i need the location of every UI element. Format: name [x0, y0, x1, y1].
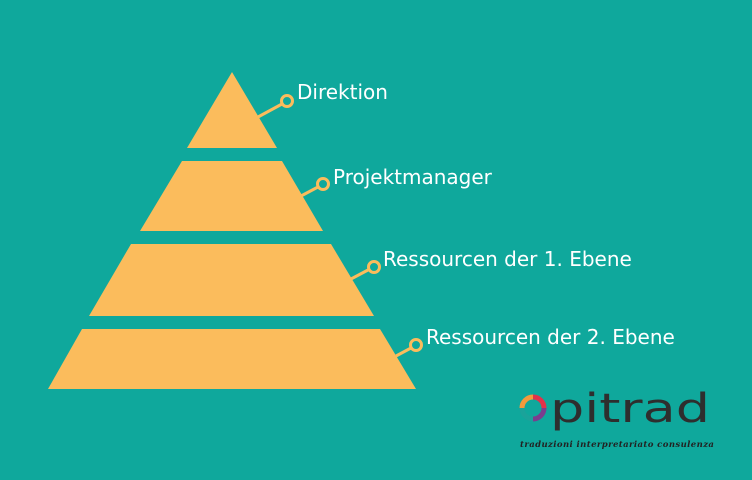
tier-label-1: Direktion: [297, 80, 388, 104]
connector-dot-3: [367, 260, 381, 274]
logo-tagline: traduzioni interpretariato consulenza: [520, 440, 715, 450]
logo-ring-icon: [519, 394, 547, 422]
pyramid-tier-4: [48, 329, 416, 389]
connector-dot-1: [280, 94, 294, 108]
pyramid-tier-3: [89, 244, 374, 316]
connector-line-2: [300, 185, 319, 198]
connector-line-4: [395, 346, 412, 358]
tier-label-3: Ressourcen der 1. Ebene: [383, 247, 632, 271]
tier-label-2: Projektmanager: [333, 165, 493, 189]
connector-dot-2: [316, 177, 330, 191]
logo-wordmark-visible: pitrad: [550, 386, 710, 432]
connector-line-1: [257, 102, 283, 119]
pyramid-tier-2: [140, 161, 323, 231]
tier-label-4: Ressourcen der 2. Ebene: [426, 325, 675, 349]
connector-dot-4: [409, 338, 423, 352]
opitrad-logo: opitrad pitrad: [519, 386, 710, 432]
connector-line-3: [350, 268, 369, 281]
pyramid-tier-1: [187, 72, 277, 148]
